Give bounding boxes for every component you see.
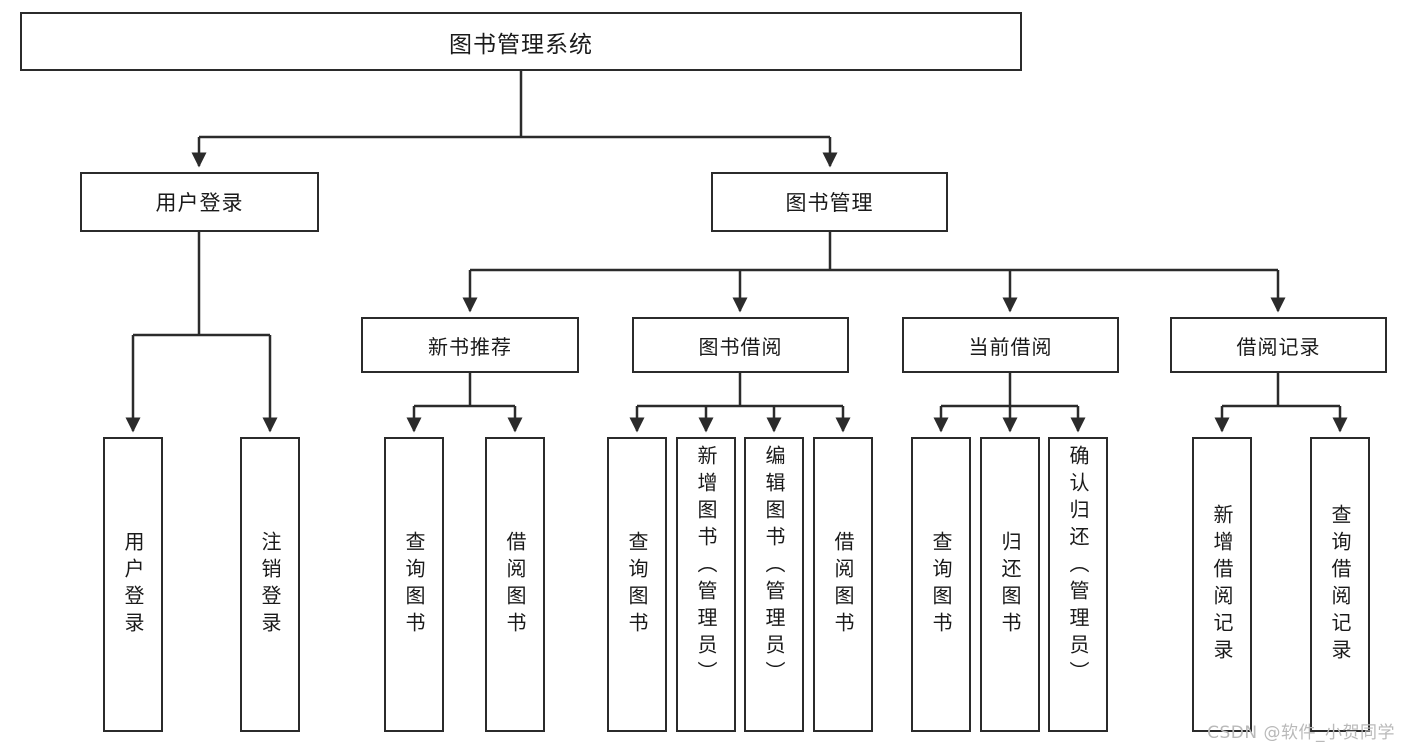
node-current-borrow-label: 当前借阅 — [968, 334, 1053, 359]
node-book-management-label: 图书管理 — [785, 191, 874, 215]
node-leaf-return-book[interactable]: 归还图书 — [980, 437, 1040, 732]
node-leaf-query-book-3-label: 查询图书 — [929, 530, 953, 639]
node-leaf-borrow-book-1[interactable]: 借阅图书 — [485, 437, 545, 732]
node-root-label: 图书管理系统 — [449, 31, 593, 58]
node-leaf-logout-label: 注销登录 — [258, 530, 282, 639]
node-leaf-logout[interactable]: 注销登录 — [240, 437, 300, 732]
node-leaf-confirm-return-label: 确认归还（管理员） — [1066, 445, 1090, 688]
node-leaf-query-record-label: 查询借阅记录 — [1328, 503, 1352, 666]
node-new-book-recommend[interactable]: 新书推荐 — [361, 317, 579, 373]
node-leaf-user-login[interactable]: 用户登录 — [103, 437, 163, 732]
node-leaf-borrow-book-1-label: 借阅图书 — [503, 530, 527, 639]
node-leaf-add-record[interactable]: 新增借阅记录 — [1192, 437, 1252, 732]
node-leaf-query-book-2[interactable]: 查询图书 — [607, 437, 667, 732]
node-new-book-recommend-label: 新书推荐 — [428, 334, 512, 359]
node-book-borrow-label: 图书借阅 — [698, 334, 783, 359]
node-leaf-add-book[interactable]: 新增图书（管理员） — [676, 437, 736, 732]
node-borrow-record-label: 借阅记录 — [1236, 334, 1321, 359]
node-leaf-edit-book[interactable]: 编辑图书（管理员） — [744, 437, 804, 732]
node-leaf-query-book-1[interactable]: 查询图书 — [384, 437, 444, 732]
node-root[interactable]: 图书管理系统 — [20, 12, 1022, 71]
node-leaf-borrow-book-2[interactable]: 借阅图书 — [813, 437, 873, 732]
node-borrow-record[interactable]: 借阅记录 — [1170, 317, 1387, 373]
node-leaf-edit-book-label: 编辑图书（管理员） — [762, 445, 786, 688]
node-book-management[interactable]: 图书管理 — [711, 172, 948, 232]
node-leaf-add-book-label: 新增图书（管理员） — [694, 445, 718, 688]
node-leaf-add-record-label: 新增借阅记录 — [1210, 503, 1234, 666]
node-leaf-query-record[interactable]: 查询借阅记录 — [1310, 437, 1370, 732]
node-leaf-user-login-label: 用户登录 — [121, 530, 145, 639]
node-current-borrow[interactable]: 当前借阅 — [902, 317, 1119, 373]
node-user-login-label: 用户登录 — [155, 191, 244, 215]
csdn-watermark: CSDN @软件_小贺同学 — [1207, 723, 1395, 743]
node-book-borrow[interactable]: 图书借阅 — [632, 317, 849, 373]
node-leaf-confirm-return[interactable]: 确认归还（管理员） — [1048, 437, 1108, 732]
node-leaf-return-book-label: 归还图书 — [998, 530, 1022, 639]
node-leaf-borrow-book-2-label: 借阅图书 — [831, 530, 855, 639]
node-leaf-query-book-2-label: 查询图书 — [625, 530, 649, 639]
node-user-login[interactable]: 用户登录 — [80, 172, 319, 232]
node-leaf-query-book-1-label: 查询图书 — [402, 530, 426, 639]
node-leaf-query-book-3[interactable]: 查询图书 — [911, 437, 971, 732]
